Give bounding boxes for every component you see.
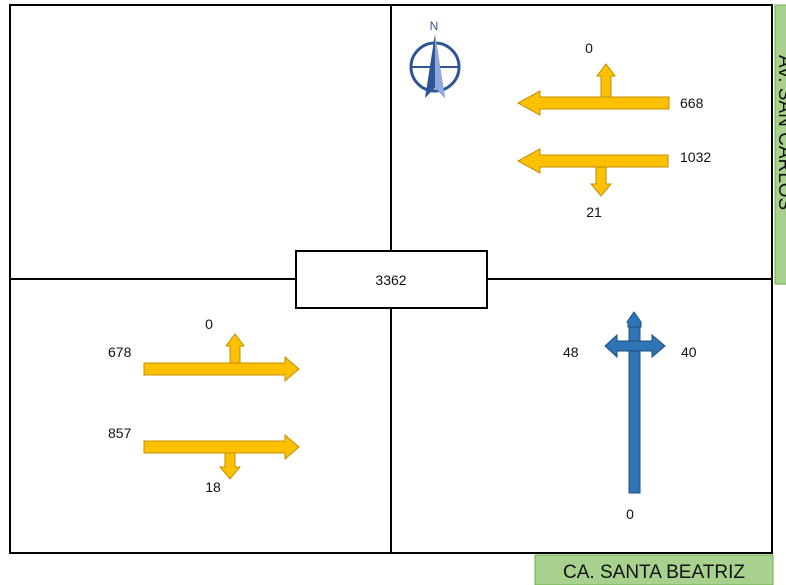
se-cross-arrow bbox=[604, 311, 666, 494]
flow-sw-up: 0 bbox=[205, 316, 213, 332]
flow-ne-left-bottom: 1032 bbox=[680, 149, 711, 165]
total-box bbox=[295, 250, 488, 309]
flow-ne-left-top: 668 bbox=[680, 95, 704, 111]
ne-upper-left-arrow bbox=[516, 63, 670, 116]
street-sign-santa-beatriz bbox=[534, 554, 774, 585]
flow-se-left: 48 bbox=[563, 344, 579, 360]
flow-ne-down: 21 bbox=[586, 204, 602, 220]
flow-sw-right-top: 678 bbox=[108, 344, 132, 360]
flow-ne-up: 0 bbox=[585, 40, 593, 56]
flow-se-right: 40 bbox=[681, 344, 697, 360]
street-label-san-carlos: AV. SAN CARLOS bbox=[774, 55, 786, 210]
sw-lower-right-arrow bbox=[143, 433, 300, 480]
ne-lower-left-arrow bbox=[516, 148, 669, 197]
sw-upper-right-arrow bbox=[143, 333, 300, 383]
compass-north-letter: N bbox=[430, 19, 439, 33]
street-label-santa-beatriz: CA. SANTA BEATRIZ bbox=[563, 562, 745, 583]
street-sign-san-carlos bbox=[774, 4, 786, 285]
north-compass-icon: N bbox=[409, 19, 461, 98]
flow-sw-right-bottom: 857 bbox=[108, 425, 132, 441]
total-value: 3362 bbox=[375, 272, 406, 288]
flow-se-up: 0 bbox=[626, 506, 634, 522]
flow-sw-down: 18 bbox=[205, 479, 221, 495]
